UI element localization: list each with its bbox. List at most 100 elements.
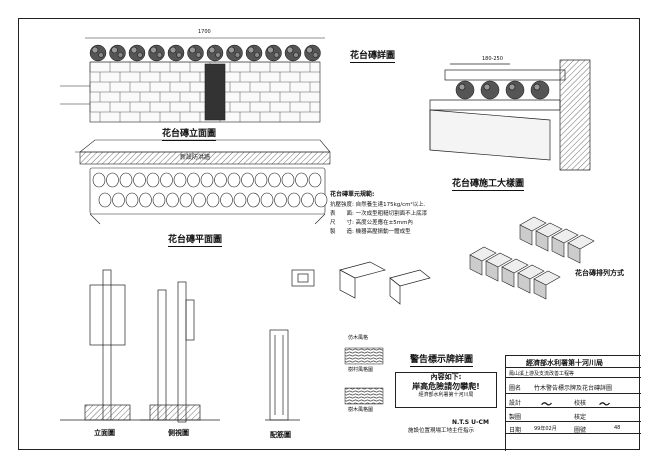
wood-swatch-2 [344,387,384,405]
planter-detail [429,59,591,171]
spec-surface: 表 面: 一次成型粗糙切割面不上底漆 [330,211,428,217]
plan-cell [287,192,301,208]
tree-icon [128,44,146,62]
plan-cell [119,172,133,188]
tree-icon [226,44,243,62]
signature-check: ～ [598,398,609,411]
tb-agency-row: 經濟部水利署第十河川局 [506,356,641,368]
tb-approve-label: 核定 [574,414,587,421]
tree-icon [480,80,500,100]
drawing-frame [18,18,640,450]
sign-front-view [60,269,150,421]
plan-cell [295,172,308,188]
block-side [533,278,547,300]
plan-cell [214,172,227,188]
plan-cell [281,172,295,188]
tb-name-label: 圖名 [509,385,522,392]
title-block: 經濟部水利署第十河川局 鳳山溪上游及支流改善工程等 圖名 竹木警告標示牌及花台磚… [505,355,641,451]
plan-cell [133,172,146,188]
block-side [567,242,581,264]
title-construction: 花台磚施工大樣圖 [452,176,525,191]
tree-icon [89,44,107,62]
tree-icon [265,44,282,62]
tb-date-label: 日期 [509,427,522,434]
title-brick-plan: 花台磚平面圖 [168,232,223,247]
block-side [517,272,531,294]
plan-cell [233,192,247,208]
plan-cell [187,172,200,188]
tb-date-row: 日期 99年02月 圖號 48 [506,422,641,434]
block-side [485,260,499,282]
tb-design-label: 設計 [509,400,522,407]
tb-project: 鳳山溪上游及支流改善工程等 [509,371,575,377]
notice-line2: 岸高危險請勿攀爬! [412,382,480,391]
dim-detail: 180-250 [482,56,503,62]
plan-cell [146,172,160,188]
plan-cell [247,192,260,208]
plan-cell [179,192,193,208]
notice-line3: 經濟部水利署第十河川局 [418,392,474,398]
tb-sheet-label: 圖號 [574,427,587,434]
tb-draw-row: 製圖 核定 [506,408,641,422]
notice-line1: 內容如下: [430,373,462,381]
plan-cell [301,192,314,208]
plan-cell [106,172,119,188]
plan-cell [206,192,220,208]
tree-icon [187,44,204,62]
brick-front-elevation [60,37,325,123]
sign-rebar-view [265,329,300,421]
block-side [535,230,549,252]
block-side [551,236,565,258]
tree-icon [455,80,475,100]
plan-cell [241,172,254,188]
plan-cell [227,172,241,188]
title-warning-sign: 警告標示牌詳圖 [410,352,474,367]
site-note: 施設位置現場工地主任指示 [408,428,475,434]
block-side [519,224,533,246]
plan-cell [166,192,179,208]
block-side [501,266,515,288]
signature-design: ～ [540,398,551,411]
block-details [291,261,431,305]
plan-cell [139,192,152,208]
dim-top: 1700 [198,29,211,35]
spec-make: 製 造: 機器高壓振動一體成型 [330,229,411,235]
title-arrangement: 花台磚排列方式 [575,269,624,277]
plan-cell [260,192,274,208]
plan-cell [125,192,139,208]
title-front-view: 立面圖 [94,429,115,437]
plan-cell [193,192,206,208]
brick-plan-view [75,139,331,225]
tree-icon [304,44,321,62]
plan-cell [314,192,328,208]
tree-icon [245,44,263,62]
title-rebar-view: 配筋圖 [270,431,291,439]
legend-1: 樹村風格圖 [348,367,374,373]
plan-cell [160,172,173,188]
notice-box: 內容如下: 岸高危險請勿攀爬! 經濟部水利署第十河川局 [395,372,497,408]
spec-strength: 抗壓強度: 自然養生達175kg/cm²以上. [330,202,426,208]
tb-name: 竹木警告標示牌及花台磚詳圖 [534,385,613,392]
tb-check-label: 校核 [574,400,587,407]
spec-size: 尺 寸: 高度公差應在±5mm內 [330,220,413,226]
spec-title: 花台磚單元規範: [330,191,375,198]
tb-sheet: 48 [614,425,621,431]
tb-design-row: 設計 校核 [506,394,641,408]
tree-icon [284,44,302,62]
plan-cell [200,172,214,188]
tb-draw-label: 製圖 [509,414,522,421]
plan-cell [173,172,187,188]
wood-swatch-1 [344,347,384,365]
title-planter-detail: 花台磚詳圖 [350,48,396,63]
legend-2: 樹木風格圖 [348,407,374,413]
tree-icon [530,80,550,100]
tree-icon [167,44,185,62]
plan-cell [268,172,281,188]
plan-cell [274,192,287,208]
plan-cell [152,192,166,208]
ntsu-label: N.T.S U-CM [452,419,489,426]
tb-name-row: 圖名 竹木警告標示牌及花台磚詳圖 [506,378,641,394]
tree-icon [505,80,525,100]
title-side-view: 側視圖 [168,429,189,437]
